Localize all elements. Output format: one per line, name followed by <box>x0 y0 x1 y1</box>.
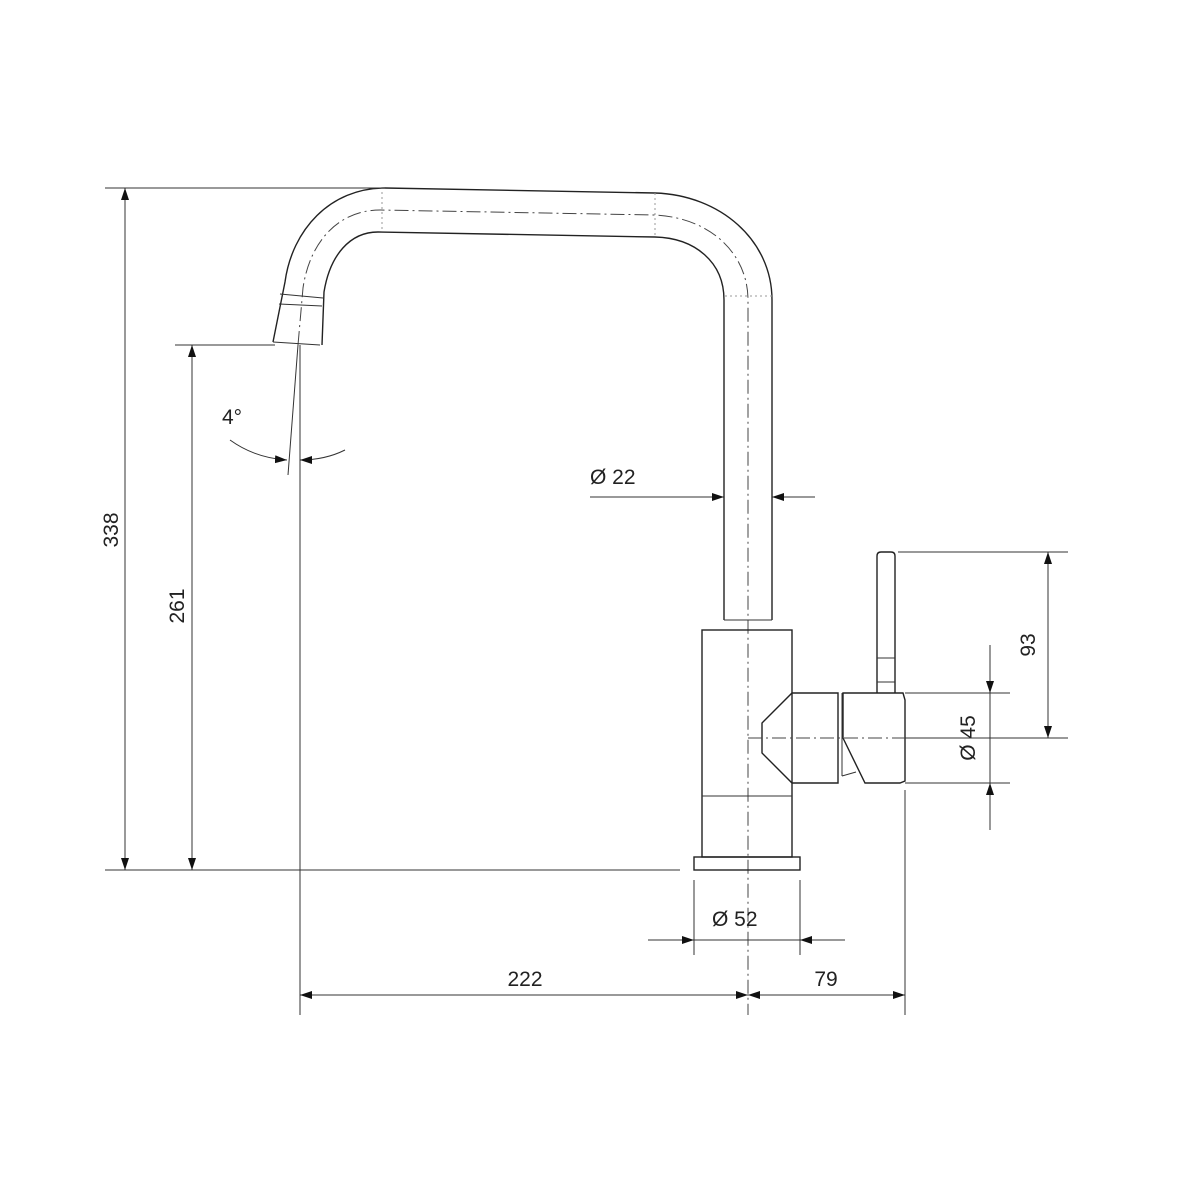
faucet-spout <box>272 187 773 1015</box>
dimension-diameter-52: Ø 52 <box>648 908 845 944</box>
dimension-label-338: 338 <box>100 512 123 547</box>
dimension-label-222: 222 <box>507 968 542 991</box>
dimension-79: 79 <box>748 968 905 999</box>
dimension-angle-4: 4° <box>222 406 346 464</box>
dimension-222: 222 <box>300 968 748 999</box>
dimension-label-79: 79 <box>814 968 837 991</box>
dimension-label-261: 261 <box>166 588 189 623</box>
dimension-label-d45: Ø 45 <box>957 715 980 761</box>
dimension-diameter-45: Ø 45 <box>957 645 994 830</box>
dimension-label-93: 93 <box>1017 633 1040 656</box>
dimension-261: 261 <box>166 345 196 870</box>
dimension-338: 338 <box>100 188 129 870</box>
dimension-label-d22: Ø 22 <box>590 466 636 489</box>
extension-lines <box>105 187 1068 1015</box>
dimension-label-d52: Ø 52 <box>712 908 758 931</box>
dimension-diameter-22: Ø 22 <box>590 466 815 501</box>
faucet-body <box>693 629 801 871</box>
dimension-label-4deg: 4° <box>222 406 242 429</box>
dimension-93: 93 <box>1017 552 1052 738</box>
